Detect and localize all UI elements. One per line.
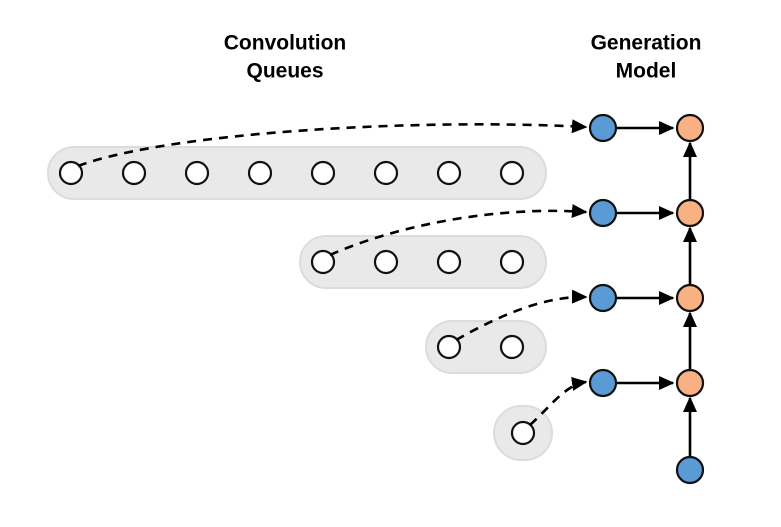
generation-model-edges	[616, 120, 698, 457]
queue-2-slot-3	[436, 249, 462, 275]
queue-3-capsule	[425, 320, 547, 374]
queue-3	[425, 320, 547, 374]
dashed-link-2	[329, 204, 588, 257]
queue-3-slot-2	[499, 334, 525, 360]
queue-1-slot-4	[247, 160, 273, 186]
convolution-queues-group	[47, 146, 553, 461]
queue-1-slot-1	[58, 160, 84, 186]
blue-node-input	[675, 455, 705, 485]
queue-2-slot-1	[310, 249, 336, 275]
queue-3-slot-1	[436, 334, 462, 360]
queue-1-slot-5	[310, 160, 336, 186]
orange-node-3	[675, 283, 705, 313]
generation-model-nodes	[588, 113, 705, 485]
orange-node-2	[675, 198, 705, 228]
queue-1-slot-7	[436, 160, 462, 186]
queue-1-slot-8	[499, 160, 525, 186]
queue-1	[47, 146, 547, 200]
queue-2-capsule	[299, 235, 547, 289]
title-convolution-queues-line1: Convolution	[224, 32, 346, 55]
queue-4	[493, 405, 553, 461]
dashed-link-4	[529, 377, 588, 426]
queue-2-slot-2	[373, 249, 399, 275]
queue-1-capsule	[47, 146, 547, 200]
queue-4-slot-1	[510, 420, 536, 446]
queue-to-model-links	[77, 119, 588, 426]
blue-node-4	[588, 368, 618, 398]
title-convolution-queues-line2: Queues	[246, 60, 323, 83]
title-generation-model-line1: Generation	[591, 32, 702, 55]
dashed-link-1	[77, 119, 588, 168]
orange-node-4	[675, 368, 705, 398]
queue-1-slot-6	[373, 160, 399, 186]
queue-2	[299, 235, 547, 289]
orange-node-1	[675, 113, 705, 143]
title-generation-model-line2: Model	[616, 60, 677, 83]
queue-1-slot-2	[121, 160, 147, 186]
blue-node-3	[588, 283, 618, 313]
blue-node-2	[588, 198, 618, 228]
blue-node-1	[588, 113, 618, 143]
queue-2-slot-4	[499, 249, 525, 275]
dashed-link-3	[455, 289, 588, 342]
queue-1-slot-3	[184, 160, 210, 186]
